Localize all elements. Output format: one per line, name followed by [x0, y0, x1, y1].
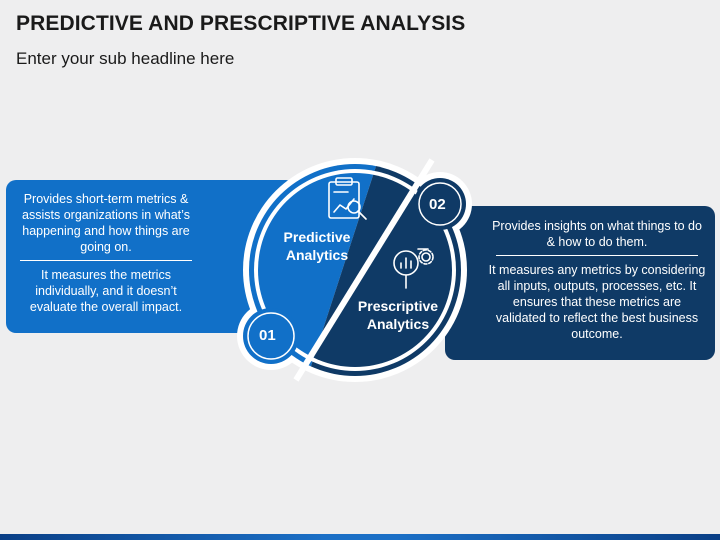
page-title: PREDICTIVE AND PRESCRIPTIVE ANALYSIS: [16, 12, 466, 35]
clipboard-chart-magnifier-icon: [328, 177, 367, 220]
predictive-label-line2: Analytics: [285, 247, 349, 263]
predictive-text-2: It measures the metrics individually, an…: [29, 268, 183, 314]
bottom-accent-bar: [0, 534, 720, 540]
badge-01: [243, 308, 299, 364]
predictive-label-line1: Predictive: [283, 229, 351, 245]
right-panel: [445, 206, 715, 360]
badge-02: [414, 178, 466, 230]
predictive-description: Provides short-term metrics & assists or…: [12, 191, 200, 315]
prescriptive-description: Provides insights on what things to do &…: [488, 218, 706, 342]
prescriptive-text-1: Provides insights on what things to do &…: [492, 219, 702, 249]
left-panel: [6, 180, 296, 333]
prescriptive-text-2: It measures any metrics by considering a…: [488, 263, 706, 341]
number-01: 01: [259, 327, 276, 344]
magnifier-chart-gear-icon: [393, 248, 434, 289]
number-02: 02: [429, 196, 446, 213]
divider: [496, 255, 698, 256]
divider: [20, 260, 192, 261]
prescriptive-label-line2: Analytics: [366, 316, 430, 332]
prescriptive-label: Prescriptive Analytics: [348, 297, 448, 333]
predictive-text-1: Provides short-term metrics & assists or…: [22, 192, 190, 254]
prescriptive-label-line1: Prescriptive: [357, 298, 439, 314]
predictive-label: Predictive Analytics: [270, 228, 364, 264]
page-subtitle: Enter your sub headline here: [16, 49, 235, 68]
